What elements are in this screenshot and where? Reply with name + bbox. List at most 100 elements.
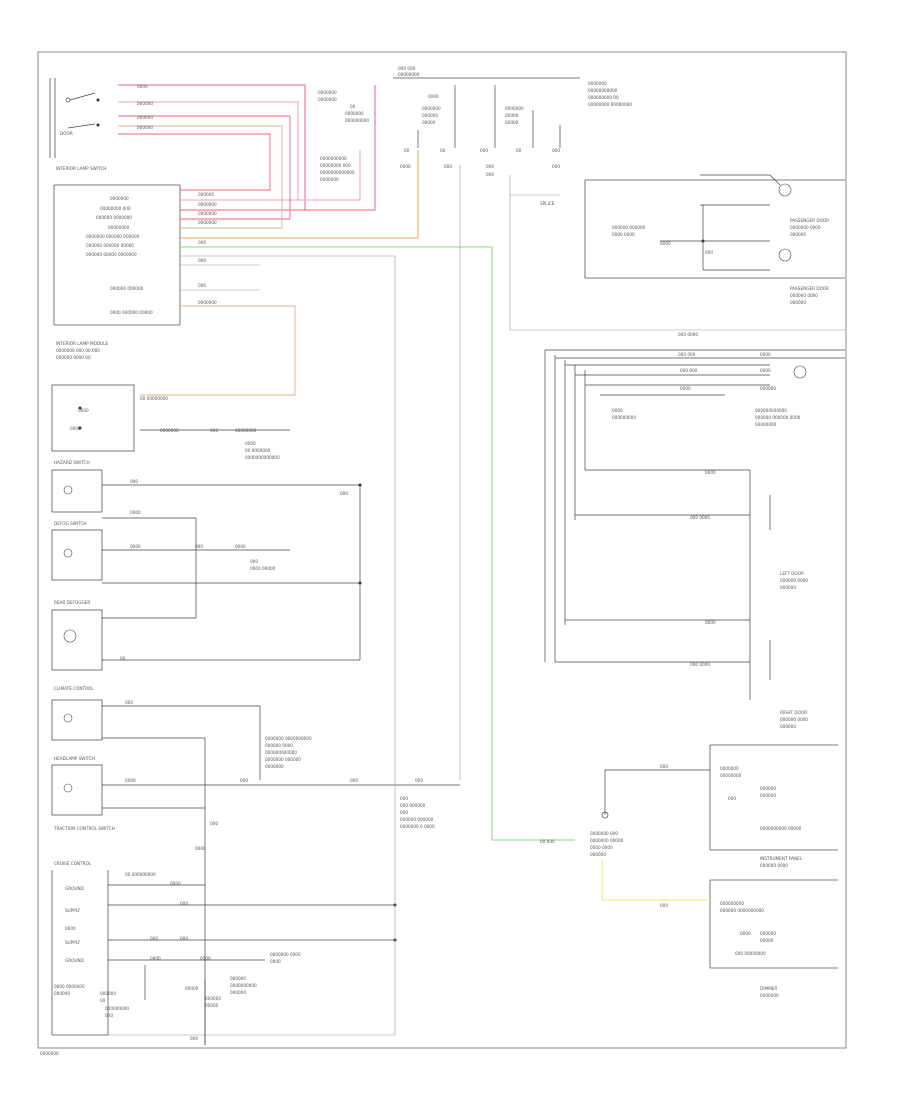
svg-text:000000: 000000 — [137, 125, 153, 130]
svg-text:00: 00 — [440, 148, 446, 153]
svg-text:0000000000: 0000000000 — [230, 983, 257, 988]
svg-text:000: 000 — [400, 810, 408, 815]
svg-text:000000000: 000000000 — [612, 415, 636, 420]
svg-text:0000 0000000: 0000 0000000 — [54, 984, 85, 989]
footer-code: 0000000 — [40, 1051, 59, 1056]
svg-text:0000000000: 0000000000 — [320, 156, 347, 161]
svg-text:000 000: 000 000 — [398, 66, 416, 71]
svg-text:0000: 0000 — [200, 956, 211, 961]
interior-lamp-switch: DOOR INTERIOR LAMP SWITCH — [49, 78, 106, 171]
svg-text:000000: 000000 — [760, 786, 776, 791]
svg-text:000: 000 — [552, 164, 560, 169]
svg-text:0000: 0000 — [760, 352, 771, 357]
svg-text:000000 000000 0000: 000000 000000 0000 — [755, 415, 801, 420]
svg-text:00 000000000: 00 000000000 — [125, 872, 156, 877]
fuse-block: 000 000 00000000 0000 0000000 000000 000… — [393, 66, 845, 780]
svg-text:00000000: 00000000 — [235, 428, 257, 433]
svg-text:000000 000000 00000: 000000 000000 00000 — [86, 243, 134, 248]
svg-text:0000 0000: 0000 0000 — [590, 845, 613, 850]
svg-text:0000000: 0000000 — [720, 766, 739, 771]
svg-text:000: 000 — [198, 283, 206, 288]
svg-text:00000000: 00000000 — [398, 72, 420, 77]
svg-text:000000 000000: 000000 000000 — [110, 286, 144, 291]
svg-text:0000: 0000 — [195, 846, 206, 851]
svg-text:000: 000 — [728, 796, 736, 801]
svg-text:00: 00 — [404, 148, 410, 153]
svg-text:000: 000 — [180, 936, 188, 941]
svg-text:000000 00000 0000000: 000000 00000 0000000 — [86, 252, 137, 257]
svg-text:000: 000 — [350, 778, 358, 783]
svg-text:INTERIOR LAMP MODULE: INTERIOR LAMP MODULE — [56, 341, 109, 346]
svg-text:000000 0000 00: 000000 0000 00 — [56, 355, 91, 360]
svg-text:PASSENGER DOOR: PASSENGER DOOR — [790, 286, 829, 291]
svg-text:000: 000 — [705, 250, 713, 255]
svg-text:000: 000 — [480, 148, 488, 153]
svg-text:0000000 000000: 0000000 000000 — [265, 757, 301, 762]
svg-text:0000000: 0000000 — [160, 428, 179, 433]
svg-text:0000000 0000000000: 0000000 0000000000 — [265, 736, 312, 741]
svg-text:0000 000000 00000: 0000 000000 00000 — [110, 310, 153, 315]
svg-text:000000: 000000 — [590, 852, 606, 857]
svg-text:SPLICE: SPLICE — [540, 201, 555, 206]
svg-text:GROUND: GROUND — [65, 886, 84, 891]
svg-text:00 00000000: 00 00000000 — [140, 396, 168, 401]
svg-text:000 00000000: 000 00000000 — [735, 951, 766, 956]
svg-text:000000: 000000 — [760, 386, 776, 391]
svg-text:000000: 000000 — [230, 976, 246, 981]
svg-text:000: 000 — [444, 164, 452, 169]
svg-text:00: 00 — [100, 998, 106, 1003]
svg-text:0000000: 0000000 — [265, 764, 284, 769]
svg-text:00000: 00000 — [505, 113, 519, 118]
cruise-control: CRUISE CONTROL 00 000000000 GROUND SUPPL… — [51, 770, 397, 1045]
svg-text:0000000: 0000000 — [198, 300, 217, 305]
top-harness: 000000 0000000 0000000 0000000 000 000 0… — [118, 84, 575, 841]
svg-text:HAZARD SWITCH: HAZARD SWITCH — [54, 460, 90, 465]
svg-text:00000: 00000 — [205, 1003, 219, 1008]
svg-text:000: 000 — [150, 936, 158, 941]
svg-text:0000000000000: 0000000000000 — [245, 455, 280, 460]
svg-text:0000000 000: 0000000 000 — [590, 831, 618, 836]
svg-text:REAR DEFOGGER: REAR DEFOGGER — [54, 600, 90, 605]
svg-text:000 0000: 000 0000 — [690, 662, 710, 667]
svg-text:000000 0000: 000000 0000 — [780, 578, 808, 583]
svg-text:CRUISE CONTROL: CRUISE CONTROL — [54, 861, 92, 866]
svg-text:0000000: 0000000 — [198, 211, 217, 216]
headlamp-switch: CLIMATE CONTROL 000 0000000 0000000000 0… — [51, 686, 312, 1045]
svg-text:00000000: 00000000 — [755, 422, 777, 427]
svg-text:000000: 000000 — [137, 101, 153, 106]
svg-text:0000000: 0000000 — [198, 220, 217, 225]
svg-text:0000: 0000 — [65, 926, 76, 931]
svg-text:00000000 00000000: 00000000 00000000 — [588, 102, 632, 107]
svg-text:000000: 000000 — [230, 990, 246, 995]
svg-text:00 0000000: 00 0000000 — [245, 448, 271, 453]
svg-text:0000000: 0000000 — [318, 90, 337, 95]
svg-text:0000: 0000 — [170, 881, 181, 886]
svg-text:0000000: 0000000 — [588, 81, 607, 86]
svg-text:CLIMATE CONTROL: CLIMATE CONTROL — [54, 686, 94, 691]
svg-text:TRACTION CONTROL SWITCH: TRACTION CONTROL SWITCH — [53, 826, 115, 831]
svg-text:000: 000 — [195, 544, 203, 549]
svg-text:0000: 0000 — [270, 959, 281, 964]
svg-text:000: 000 — [125, 700, 133, 705]
traction-control-switch: HEADLAMP SWITCH 0000 000 000 000 000 000… — [51, 756, 460, 851]
svg-text:000000000 00: 000000000 00 — [588, 95, 619, 100]
svg-text:000000: 000000 — [137, 115, 153, 120]
svg-text:0000000 0000: 0000000 0000 — [790, 225, 821, 230]
svg-text:0000 0000: 0000 0000 — [612, 232, 635, 237]
svg-text:000: 000 — [198, 258, 206, 263]
svg-text:000000000: 000000000 — [720, 901, 744, 906]
svg-text:INSTRUMENT PANEL: INSTRUMENT PANEL — [760, 856, 803, 861]
svg-text:000: 000 — [180, 901, 188, 906]
svg-text:0000: 0000 — [130, 544, 141, 549]
svg-text:00000: 00000 — [760, 938, 774, 943]
right-harness: 000 0000 000 000 0000 000 000 0000 0000 … — [544, 332, 845, 729]
climate-control: REAR DEFOGGER 00 — [51, 518, 360, 671]
svg-text:0000: 0000 — [400, 164, 411, 169]
svg-text:000000 0000: 000000 0000 — [265, 743, 293, 748]
svg-text:000000: 000000 — [790, 232, 806, 237]
svg-text:0000: 0000 — [705, 470, 716, 475]
diagram-border — [37, 51, 847, 1049]
svg-text:GROUND: GROUND — [65, 958, 84, 963]
svg-text:000: 000 — [210, 821, 218, 826]
